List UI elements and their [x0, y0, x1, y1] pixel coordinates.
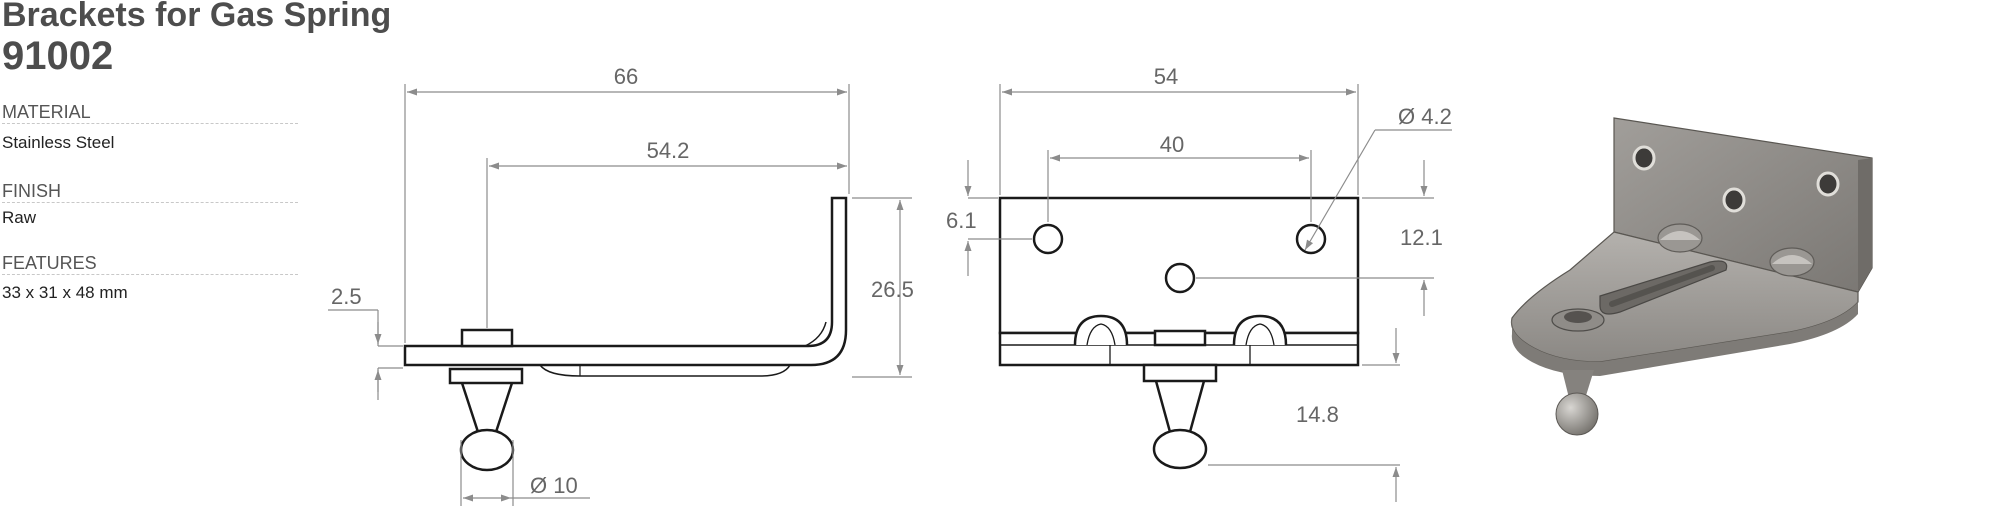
spec-value-material: Stainless Steel: [2, 133, 115, 152]
dim-stud-offset: 54.2: [647, 138, 690, 163]
side-view: [403, 196, 848, 472]
product-title: Brackets for Gas Spring: [2, 0, 392, 34]
dim-hole-diameter: Ø 4.2: [1398, 104, 1452, 129]
dim-overall-width: 54: [1154, 64, 1178, 89]
front-view: [998, 196, 1360, 470]
dim-height: 26.5: [871, 277, 914, 302]
dim-hole-offset: 6.1: [946, 208, 977, 233]
spec-value-finish: Raw: [2, 208, 37, 227]
dim-overall-length: 66: [614, 64, 638, 89]
spec-label-features: FEATURES: [2, 252, 298, 275]
dim-center-hole-offset: 12.1: [1400, 225, 1443, 250]
spec-label-finish: FINISH: [2, 180, 298, 203]
spec-label-material: MATERIAL: [2, 101, 298, 124]
dim-hole-spacing: 40: [1160, 132, 1184, 157]
dim-stud-height: 14.8: [1296, 402, 1339, 427]
dim-ball-diameter: Ø 10: [530, 473, 578, 498]
dim-thickness: 2.5: [331, 284, 362, 309]
side-view-dimensions: [328, 84, 912, 506]
bracket-3d-render: [1510, 117, 1873, 436]
front-view-dimensions: [964, 84, 1452, 502]
spec-value-features: 33 x 31 x 48 mm: [2, 283, 128, 302]
product-code: 91002: [2, 34, 114, 78]
